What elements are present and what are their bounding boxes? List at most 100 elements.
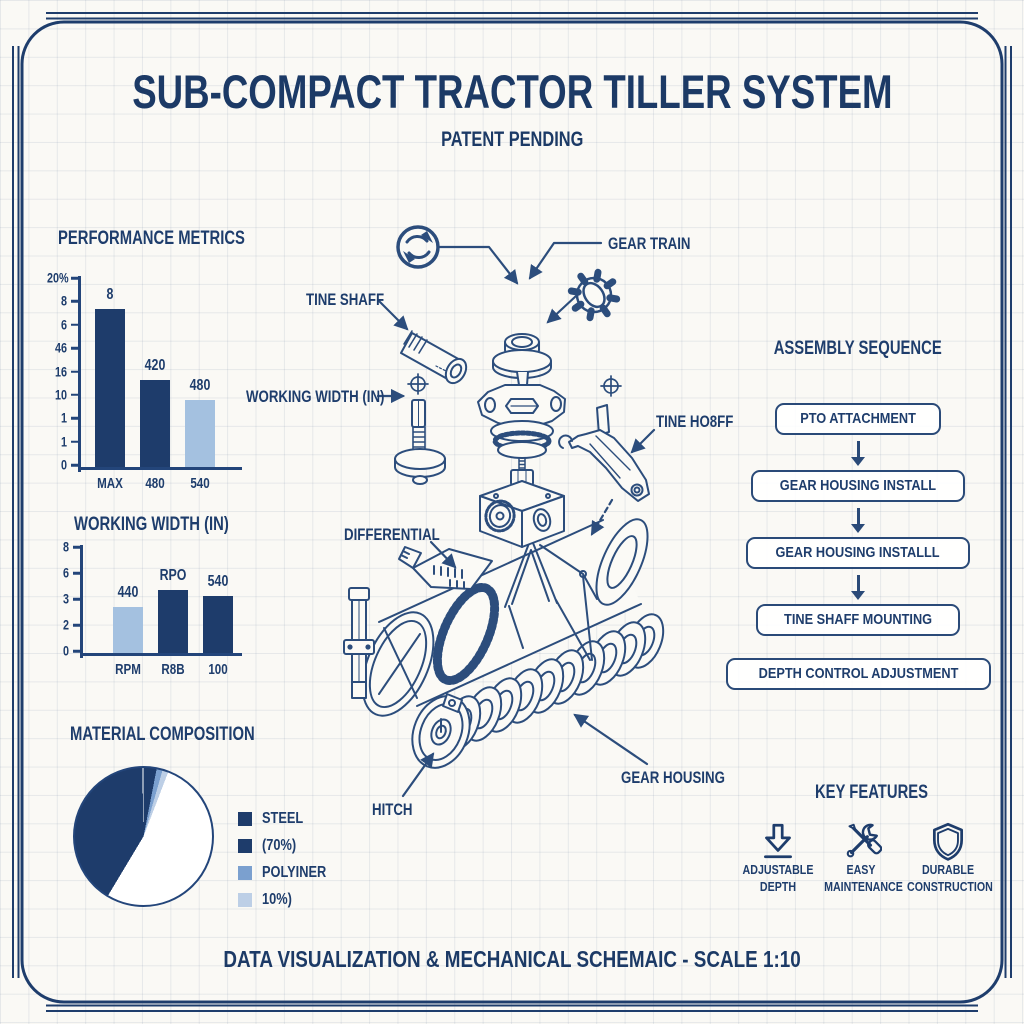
- y-tick-mark: [73, 623, 80, 627]
- differential-label: DIFFERENTIAL: [344, 525, 440, 544]
- y-tick-mark: [71, 440, 78, 443]
- y-tick-label: 46: [54, 340, 67, 356]
- working-width-label: WORKING WIDTH (IN): [246, 387, 385, 406]
- legend-label: 10%): [262, 891, 292, 908]
- x-category-label: MAX: [97, 476, 123, 492]
- y-tick-label: 20%: [47, 270, 69, 286]
- bar-100: [203, 596, 233, 653]
- gearbox-part: [479, 480, 565, 548]
- y-tick-mark: [71, 393, 78, 397]
- y-tick-label: 3: [62, 591, 69, 607]
- flow-step-gear-housing-installl: GEAR HOUSING INSTALLL: [746, 537, 970, 569]
- page-title-text: SUB-COMPACT TRACTOR TILLER SYSTEM: [131, 65, 893, 118]
- depth-screw-part: [394, 399, 446, 485]
- sprocket-icon: [567, 268, 621, 322]
- x-category-label: 480: [145, 476, 165, 492]
- easy-maintenance-icon: [846, 823, 882, 858]
- flow-arrow-icon: [851, 575, 865, 600]
- main-drum: [361, 518, 649, 717]
- y-tick-label: 1: [60, 410, 67, 426]
- legend-swatch: [238, 839, 252, 853]
- flow-step-tine-shaft-mounting: TINE SHAFF MOUNTING: [755, 604, 961, 636]
- y-tick-label: 16: [54, 364, 67, 379]
- y-tick-mark: [71, 346, 78, 350]
- y-tick-label: 6: [62, 565, 69, 581]
- bar-MAX: [95, 309, 125, 467]
- hitch-label: HITCH: [372, 800, 413, 819]
- legend-item: 10%): [238, 891, 342, 909]
- y-tick-label: 8: [60, 293, 67, 309]
- key-features: KEY FEATURES ADJUSTABLE DEPTH: [726, 782, 1016, 894]
- bar-value-label: 8: [106, 286, 114, 303]
- rotation-icon: [396, 225, 440, 269]
- bar-540: [185, 400, 215, 467]
- footer-caption: DATA VISUALIZATION & MECHANICAL SCHEMAIC…: [223, 946, 801, 972]
- y-tick-label: 1: [60, 434, 67, 450]
- x-category-label: RPM: [115, 662, 141, 678]
- bar-value-label: 420: [144, 357, 166, 374]
- feature-easy-maintenance: EASY MAINTENANCE: [816, 820, 906, 896]
- bar-value-label: 540: [207, 573, 229, 590]
- y-tick-label: 0: [62, 643, 69, 659]
- page-subtitle-text: PATENT PENDING: [440, 128, 584, 151]
- page-title: SUB-COMPACT TRACTOR TILLER SYSTEM: [0, 64, 1024, 119]
- tine-shaft-label: TINE SHAFF: [306, 290, 385, 309]
- legend-label: (70%): [262, 837, 297, 854]
- legend-item: POLYINER: [238, 864, 342, 882]
- material-composition-pie: [73, 766, 214, 907]
- y-axis: [80, 545, 83, 658]
- crosshair-marks: [407, 373, 622, 397]
- tine-hub-label: TINE HO8FF: [656, 412, 734, 431]
- flow-step-pto-attachment: PTO ATTACHMENT: [774, 403, 942, 435]
- y-tick-mark: [71, 300, 78, 303]
- bar-RPM: [113, 607, 143, 653]
- tine-shaft-part: [400, 330, 468, 385]
- bar-480: [140, 380, 170, 467]
- x-category-label: R8B: [161, 662, 185, 678]
- flow-arrow-icon: [851, 508, 865, 533]
- feature-label: ADJUSTABLE DEPTH: [742, 862, 814, 894]
- x-axis: [78, 467, 242, 470]
- y-tick-mark: [71, 463, 78, 467]
- y-tick-mark: [71, 323, 78, 326]
- legend-item: (70%): [238, 837, 342, 855]
- feature-label: DURABLE CONSTRUCTION: [907, 862, 993, 894]
- y-tick-label: 2: [62, 617, 69, 633]
- gear-train-stack: [477, 333, 566, 548]
- drum-link: [442, 693, 463, 713]
- y-tick-label: 10: [54, 387, 67, 403]
- differential-bracket: [398, 546, 493, 590]
- bar-value-label: 480: [189, 377, 211, 394]
- bar-R8B: [158, 590, 188, 653]
- x-axis: [80, 653, 242, 656]
- feature-label: EASY MAINTENANCE: [824, 862, 903, 894]
- gear-train-label: GEAR TRAIN: [608, 234, 691, 253]
- legend-label: STEEL: [262, 810, 304, 827]
- y-tick-label: 0: [60, 457, 67, 473]
- pie-legend: STEEL (70%) POLYINER 10%): [238, 810, 342, 918]
- legend-swatch: [238, 866, 252, 880]
- assembly-sequence: ASSEMBLY SEQUENCE PTO ATTACHMENT GEAR HO…: [725, 338, 991, 690]
- leader-lines: [376, 241, 656, 798]
- y-tick-label: 8: [62, 539, 69, 555]
- bar-value-label: RPO: [159, 567, 187, 584]
- flow-step-gear-housing-install: GEAR HOUSING INSTALL: [751, 470, 965, 502]
- stabilizer-bar: [343, 587, 375, 699]
- durable-construction-icon: [932, 822, 964, 861]
- y-axis: [78, 276, 81, 472]
- legend-item: STEEL: [238, 810, 342, 828]
- y-tick-mark: [73, 597, 80, 601]
- y-tick-mark: [73, 649, 80, 653]
- x-category-label: 100: [208, 662, 228, 678]
- gear-housing-label: GEAR HOUSING: [621, 768, 725, 787]
- adjustable-depth-icon: [764, 823, 792, 859]
- y-tick-mark: [73, 571, 80, 575]
- tiller-machine-drawing: [343, 518, 665, 769]
- flow-step-depth-control-adjustment: DEPTH CONTROL ADJUSTMENT: [725, 658, 991, 690]
- feature-durable-construction: DURABLE CONSTRUCTION: [898, 820, 998, 896]
- working-width-heading: WORKING WIDTH (IN): [74, 514, 229, 535]
- bar-value-label: 440: [117, 584, 139, 601]
